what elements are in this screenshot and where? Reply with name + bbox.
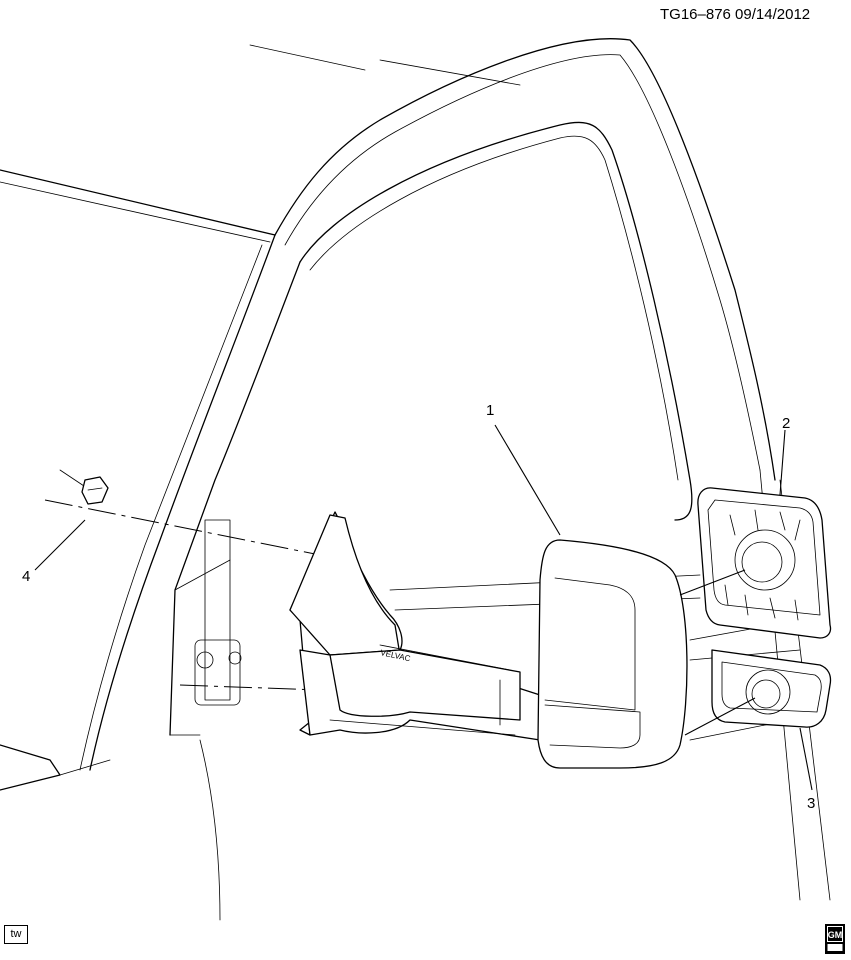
- lower-mirror-glass: [711, 649, 832, 728]
- drawing-id: TG16–876 09/14/2012: [660, 6, 811, 23]
- callout-4: 4: [22, 568, 31, 585]
- stud-centerline: [179, 684, 321, 691]
- leader-2: [779, 429, 786, 496]
- nut: [81, 476, 109, 505]
- leader-1: [494, 424, 561, 536]
- leader-lower-center: [684, 697, 756, 736]
- cab-outline: [0, 38, 831, 921]
- mirror-arm: VELVAC: [289, 511, 541, 741]
- gm-logo-icon: GM: [825, 924, 845, 954]
- gm-logo-text: GM: [828, 930, 843, 940]
- callout-1: 1: [486, 402, 495, 419]
- callout-2: 2: [782, 415, 791, 432]
- leader-glass-center: [679, 569, 746, 596]
- mirror-head: [537, 539, 688, 769]
- nut-centerline: [44, 499, 321, 556]
- view-badge: tw: [4, 925, 28, 944]
- mirror-glass: [697, 487, 832, 639]
- callout-3: 3: [807, 795, 816, 812]
- leader-3: [799, 727, 813, 791]
- leader-4: [34, 519, 86, 571]
